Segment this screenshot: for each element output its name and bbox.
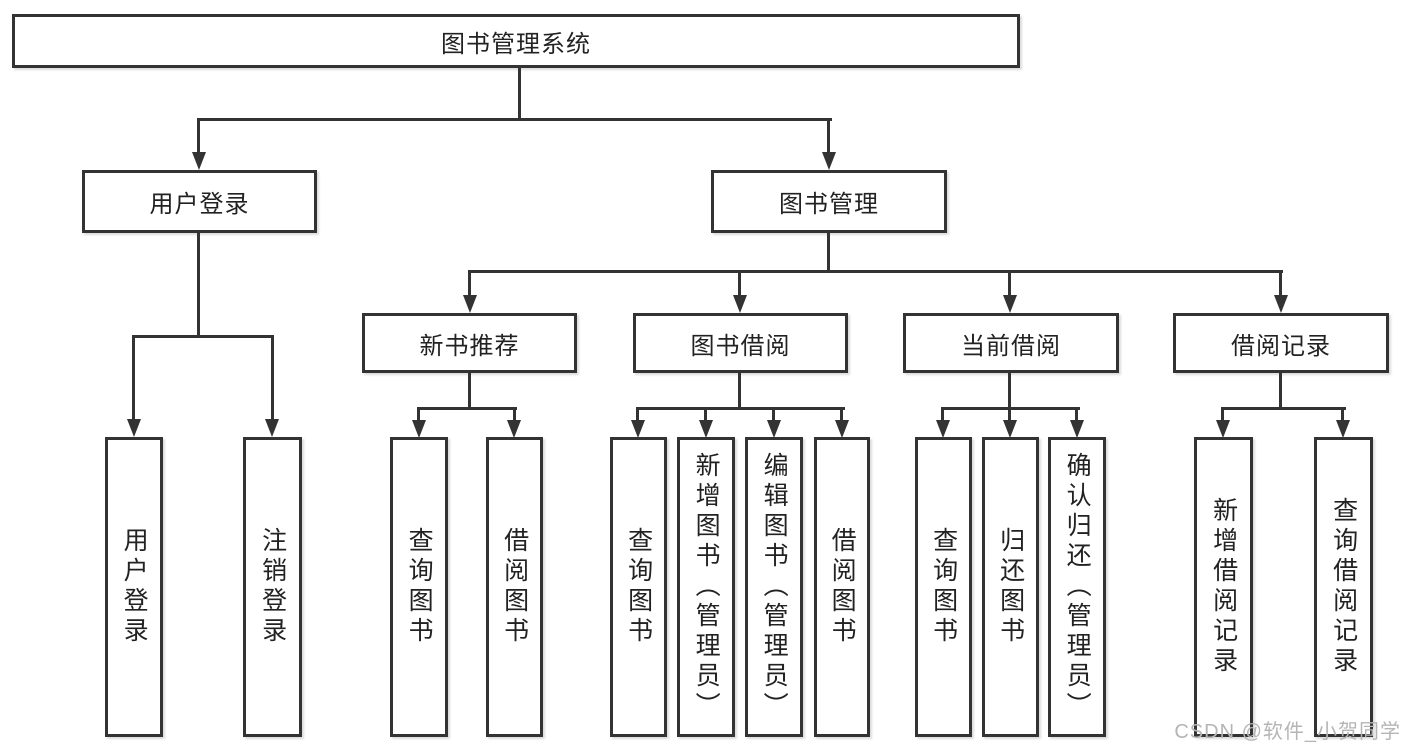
node-label: 当前借阅: [961, 332, 1061, 360]
connector-line: [417, 407, 517, 410]
arrow-down-icon: [1003, 295, 1017, 313]
arrow-down-icon: [1070, 420, 1084, 438]
arrow-down-icon: [733, 295, 747, 313]
arrow-down-icon: [412, 420, 426, 438]
connector-line: [738, 373, 741, 410]
connector-line: [417, 407, 420, 422]
leaf-current-query-books: 查询图书: [915, 437, 972, 737]
leaf-records-add-record: 新增借阅记录: [1194, 437, 1253, 737]
arrow-down-icon: [699, 420, 713, 438]
leaf-label: 归还图书: [996, 527, 1025, 647]
node-new-book-recommend: 新书推荐: [362, 313, 577, 373]
arrow-down-icon: [767, 420, 781, 438]
connector-line: [132, 335, 135, 419]
connector-line: [1279, 270, 1282, 295]
connector-line: [468, 373, 471, 410]
arrow-down-icon: [192, 152, 206, 170]
connector-line: [1341, 407, 1344, 422]
connector-line: [1075, 407, 1078, 422]
node-book-management: 图书管理: [711, 170, 947, 233]
connector-line: [1221, 407, 1224, 422]
node-book-borrowing: 图书借阅: [633, 313, 848, 373]
arrow-down-icon: [463, 295, 477, 313]
leaf-recommend-query-books: 查询图书: [390, 437, 448, 737]
connector-line: [1008, 373, 1011, 410]
leaf-borrow-add-book-admin: 新增图书（管理员）: [677, 437, 735, 737]
arrow-down-icon: [127, 419, 141, 437]
leaf-borrow-query-books: 查询图书: [610, 437, 667, 737]
leaf-label: 新增图书（管理员）: [692, 452, 721, 722]
arrow-down-icon: [822, 152, 836, 170]
connector-line: [636, 407, 639, 422]
connector-line: [1008, 270, 1011, 295]
node-label: 图书管理: [779, 191, 879, 218]
leaf-label: 查询图书: [624, 527, 653, 647]
leaf-user-login: 用户登录: [105, 437, 163, 737]
arrow-down-icon: [936, 420, 950, 438]
connector-line: [827, 118, 830, 154]
arrow-down-icon: [1216, 420, 1230, 438]
node-label: 用户登录: [149, 191, 250, 218]
node-user-login: 用户登录: [82, 170, 317, 233]
connector-line: [1221, 407, 1346, 410]
leaf-recommend-borrow-books: 借阅图书: [486, 437, 543, 737]
leaf-label: 查询借阅记录: [1329, 497, 1358, 677]
connector-line: [941, 407, 944, 422]
connector-line: [197, 118, 200, 154]
connector-line: [468, 270, 1283, 273]
node-library-management-system: 图书管理系统: [12, 14, 1020, 68]
connector-line: [468, 270, 471, 295]
leaf-label: 用户登录: [120, 527, 149, 647]
connector-line: [636, 407, 845, 410]
connector-line: [518, 67, 521, 118]
node-label: 图书借阅: [690, 332, 791, 360]
leaf-label: 确认归还（管理员）: [1063, 452, 1092, 722]
leaf-label: 注销登录: [258, 527, 287, 647]
connector-line: [1008, 407, 1011, 422]
connector-line: [704, 407, 707, 422]
connector-line: [271, 335, 274, 419]
arrow-down-icon: [1003, 420, 1017, 438]
arrow-down-icon: [265, 419, 279, 437]
leaf-label: 新增借阅记录: [1209, 497, 1238, 677]
leaf-label: 借阅图书: [828, 527, 857, 647]
leaf-label: 查询图书: [929, 527, 958, 647]
leaf-label: 查询图书: [405, 527, 434, 647]
node-current-borrowing: 当前借阅: [903, 313, 1119, 373]
leaf-current-return-books: 归还图书: [982, 437, 1039, 737]
csdn-watermark: CSDN @软件_小贺同学: [1174, 721, 1401, 743]
leaf-label: 借阅图书: [500, 527, 529, 647]
connector-line: [197, 233, 200, 335]
arrow-down-icon: [1274, 295, 1288, 313]
leaf-borrow-edit-book-admin: 编辑图书（管理员）: [745, 437, 803, 737]
connector-line: [197, 118, 832, 121]
node-label: 新书推荐: [419, 332, 520, 360]
leaf-current-confirm-return-admin: 确认归还（管理员）: [1048, 437, 1106, 737]
arrow-down-icon: [1336, 420, 1350, 438]
connector-line: [827, 233, 830, 273]
connector-line: [513, 407, 516, 422]
connector-line: [132, 335, 274, 338]
leaf-records-query-record: 查询借阅记录: [1314, 437, 1373, 737]
connector-line: [772, 407, 775, 422]
connector-line: [738, 270, 741, 295]
arrow-down-icon: [631, 420, 645, 438]
connector-line: [840, 407, 843, 422]
leaf-borrow-borrow-books: 借阅图书: [814, 437, 870, 737]
node-label: 借阅记录: [1231, 332, 1331, 360]
leaf-logout: 注销登录: [243, 437, 302, 737]
connector-line: [1279, 373, 1282, 410]
leaf-label: 编辑图书（管理员）: [760, 452, 789, 722]
node-label: 图书管理系统: [441, 30, 591, 58]
arrow-down-icon: [835, 420, 849, 438]
node-borrowing-records: 借阅记录: [1173, 313, 1389, 373]
arrow-down-icon: [507, 420, 521, 438]
